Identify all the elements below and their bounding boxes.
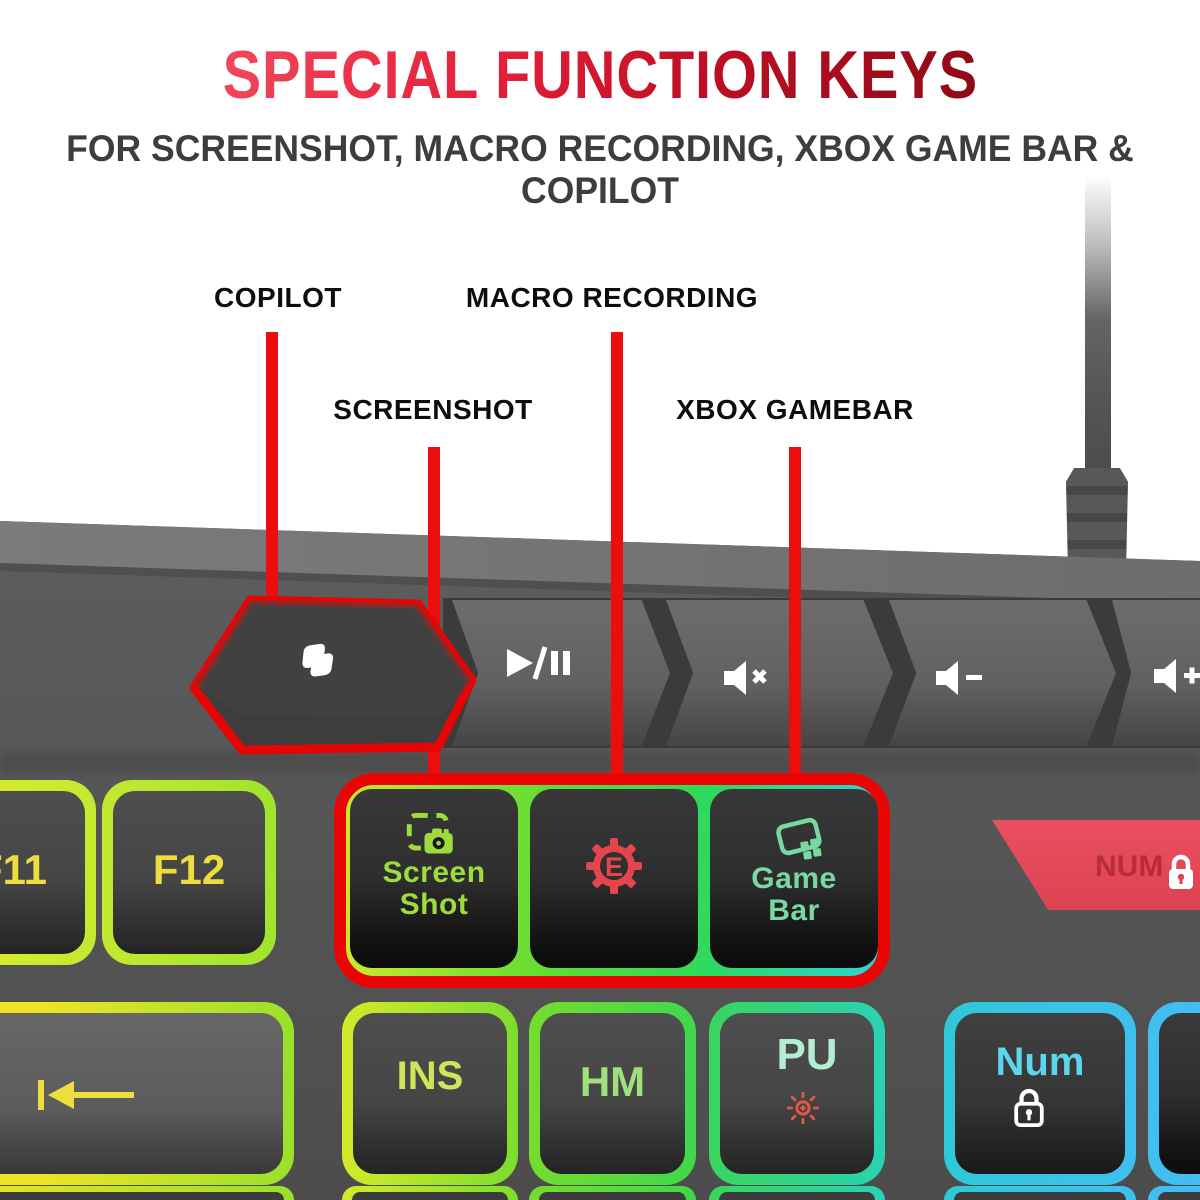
callout-line-copilot <box>266 332 278 602</box>
key-hm-glow <box>529 1002 696 1185</box>
macro-record-letter: E <box>605 852 623 882</box>
key-ins <box>353 1013 507 1174</box>
key-right-of-num <box>1159 1013 1200 1174</box>
callout-screenshot-label: SCREENSHOT <box>333 394 533 425</box>
macro-record-gear-icon: E <box>586 838 642 894</box>
num-lock-icon <box>1014 1088 1044 1127</box>
callout-gamebar-label: XBOX GAMEBAR <box>676 394 914 425</box>
cable-strain-relief <box>1066 468 1128 566</box>
key-gamebar-legend-line1: Game <box>751 862 837 895</box>
next-row-key-top <box>709 1186 885 1200</box>
screenshot-icon <box>406 812 453 854</box>
key-pu <box>720 1013 874 1174</box>
key-num-legend: Num <box>995 1040 1085 1084</box>
key-screenshot-legend-line1: Screen <box>382 856 486 889</box>
key-screenshot <box>350 789 518 968</box>
page-subtitle: FOR SCREENSHOT, MACRO RECORDING, XBOX GA… <box>66 128 1134 211</box>
next-row-key-top <box>0 1186 294 1200</box>
key-f12-glow <box>102 780 276 965</box>
key-f12 <box>113 791 265 954</box>
key-right-of-num-glow <box>1148 1002 1200 1185</box>
brightness-up-icon <box>787 1092 819 1124</box>
key-f11-glow <box>0 780 96 965</box>
key-backspace <box>0 1013 283 1174</box>
usb-cable <box>1085 175 1111 473</box>
next-row-key-top <box>1148 1186 1200 1200</box>
key-num-glow <box>944 1002 1136 1185</box>
key-play-pause <box>452 600 670 746</box>
next-row-key-top <box>944 1186 1136 1200</box>
backspace-to-bar-icon <box>38 1080 134 1110</box>
key-ins-glow <box>342 1002 518 1185</box>
next-row-key-top <box>342 1186 518 1200</box>
num-lock-banner-label: NUM <box>1095 850 1164 883</box>
key-hm <box>540 1013 685 1174</box>
mute-icon <box>724 661 767 695</box>
gamebar-icon <box>776 817 822 860</box>
key-f11-legend: F11 <box>0 846 48 893</box>
num-banner-lock-icon <box>1169 854 1193 889</box>
callout-copilot-label: COPILOT <box>214 282 342 313</box>
key-gamebar <box>710 789 878 968</box>
page-title: SPECIAL FUNCTION KEYS <box>222 37 978 113</box>
key-pu-legend: PU <box>776 1030 838 1079</box>
next-row-key-top <box>529 1186 696 1200</box>
callout-macro-label: MACRO RECORDING <box>465 282 759 313</box>
key-hm-legend: HM <box>579 1058 646 1105</box>
key-ins-legend: INS <box>396 1054 464 1098</box>
play-pause-icon <box>507 646 570 680</box>
volume-down-icon <box>936 661 982 695</box>
deck-shading <box>0 752 1200 774</box>
key-pu-glow <box>709 1002 885 1185</box>
key-macro-record <box>530 789 698 968</box>
copilot-logo-icon <box>302 643 334 677</box>
key-f11 <box>0 791 85 954</box>
key-backspace-glow <box>0 1002 294 1185</box>
volume-up-icon <box>1154 659 1200 693</box>
callout-line-macro <box>611 332 623 780</box>
key-f12-legend: F12 <box>152 846 226 893</box>
key-num <box>955 1013 1125 1174</box>
key-volume-down <box>889 600 1116 746</box>
key-copilot <box>189 595 477 755</box>
key-mute <box>666 600 893 746</box>
key-screenshot-legend-line2: Shot <box>399 888 469 921</box>
callout-line-gamebar <box>789 447 801 780</box>
key-gamebar-legend-line2: Bar <box>768 894 820 927</box>
